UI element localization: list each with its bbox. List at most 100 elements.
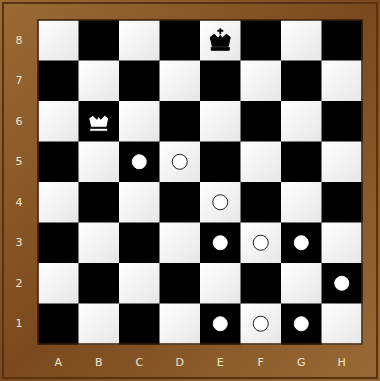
king-base — [90, 128, 108, 131]
board-square — [38, 263, 79, 304]
piece-disc — [253, 235, 268, 250]
board-square — [241, 142, 282, 183]
board-square — [281, 263, 322, 304]
board-square — [160, 142, 201, 183]
board-square — [160, 61, 201, 102]
board-square — [241, 182, 282, 223]
board-square — [119, 61, 160, 102]
rank-label: 4 — [16, 196, 23, 209]
board-square — [160, 304, 201, 345]
board-border — [38, 20, 362, 344]
board-square — [38, 61, 79, 102]
board-square — [119, 142, 160, 183]
file-label: F — [258, 356, 264, 369]
board-square — [38, 223, 79, 264]
file-label: A — [54, 356, 62, 369]
board-square — [79, 304, 120, 345]
board-square — [160, 182, 201, 223]
board-square — [38, 142, 79, 183]
board-square — [322, 142, 363, 183]
board-square — [38, 182, 79, 223]
board-square — [119, 101, 160, 142]
board-square — [160, 223, 201, 264]
king-piece — [89, 109, 109, 131]
king-body — [89, 115, 109, 127]
file-label: H — [338, 356, 346, 369]
frame-edge — [3, 3, 377, 378]
board-square — [79, 101, 120, 142]
board-square — [119, 263, 160, 304]
board-square — [200, 304, 241, 345]
board-square — [119, 182, 160, 223]
board-square — [119, 20, 160, 61]
piece-disc — [253, 316, 268, 331]
board-square — [241, 223, 282, 264]
piece-disc — [213, 236, 227, 250]
piece-disc — [294, 317, 308, 331]
board-square — [281, 101, 322, 142]
piece-disc — [213, 317, 227, 331]
king-cross — [96, 109, 102, 115]
board-square — [79, 263, 120, 304]
file-label: C — [135, 356, 143, 369]
king-piece — [210, 28, 230, 50]
board-square — [322, 61, 363, 102]
board-square — [322, 263, 363, 304]
board-square — [38, 304, 79, 345]
rank-label: 8 — [16, 34, 23, 47]
rank-label: 2 — [16, 277, 23, 290]
board-square — [281, 223, 322, 264]
board-square — [322, 182, 363, 223]
piece-disc — [132, 155, 146, 169]
board-square — [281, 142, 322, 183]
board-square — [281, 61, 322, 102]
king-cross — [217, 28, 223, 34]
board-square — [322, 20, 363, 61]
rank-label: 1 — [16, 317, 23, 330]
board-square — [79, 20, 120, 61]
board-square — [200, 263, 241, 304]
board-square — [200, 223, 241, 264]
board-square — [200, 182, 241, 223]
board-square — [322, 304, 363, 345]
board-square — [38, 101, 79, 142]
board-square — [38, 20, 79, 61]
rank-label: 7 — [16, 74, 23, 87]
board-square — [281, 182, 322, 223]
board-square — [160, 263, 201, 304]
rank-label: 6 — [16, 115, 23, 128]
board-square — [79, 142, 120, 183]
file-label: D — [176, 356, 184, 369]
file-label: B — [95, 356, 103, 369]
board-square — [160, 101, 201, 142]
king-body — [210, 34, 230, 46]
board-square — [241, 101, 282, 142]
board-square — [241, 263, 282, 304]
rank-label: 5 — [16, 155, 23, 168]
board-square — [79, 223, 120, 264]
board-square — [79, 61, 120, 102]
board-square — [119, 304, 160, 345]
king-base — [211, 47, 229, 50]
board-square — [281, 20, 322, 61]
piece-disc — [172, 154, 187, 169]
board-square — [200, 20, 241, 61]
board-square — [200, 101, 241, 142]
board-square — [160, 20, 201, 61]
board-square — [241, 304, 282, 345]
board-square — [241, 20, 282, 61]
board-square — [322, 223, 363, 264]
board-square — [119, 223, 160, 264]
board-square — [200, 61, 241, 102]
file-label: E — [217, 356, 224, 369]
board-square — [241, 61, 282, 102]
piece-disc — [213, 195, 228, 210]
rank-label: 3 — [16, 236, 23, 249]
piece-disc — [335, 276, 349, 290]
board-square — [281, 304, 322, 345]
board-square — [322, 101, 363, 142]
board-square — [200, 142, 241, 183]
